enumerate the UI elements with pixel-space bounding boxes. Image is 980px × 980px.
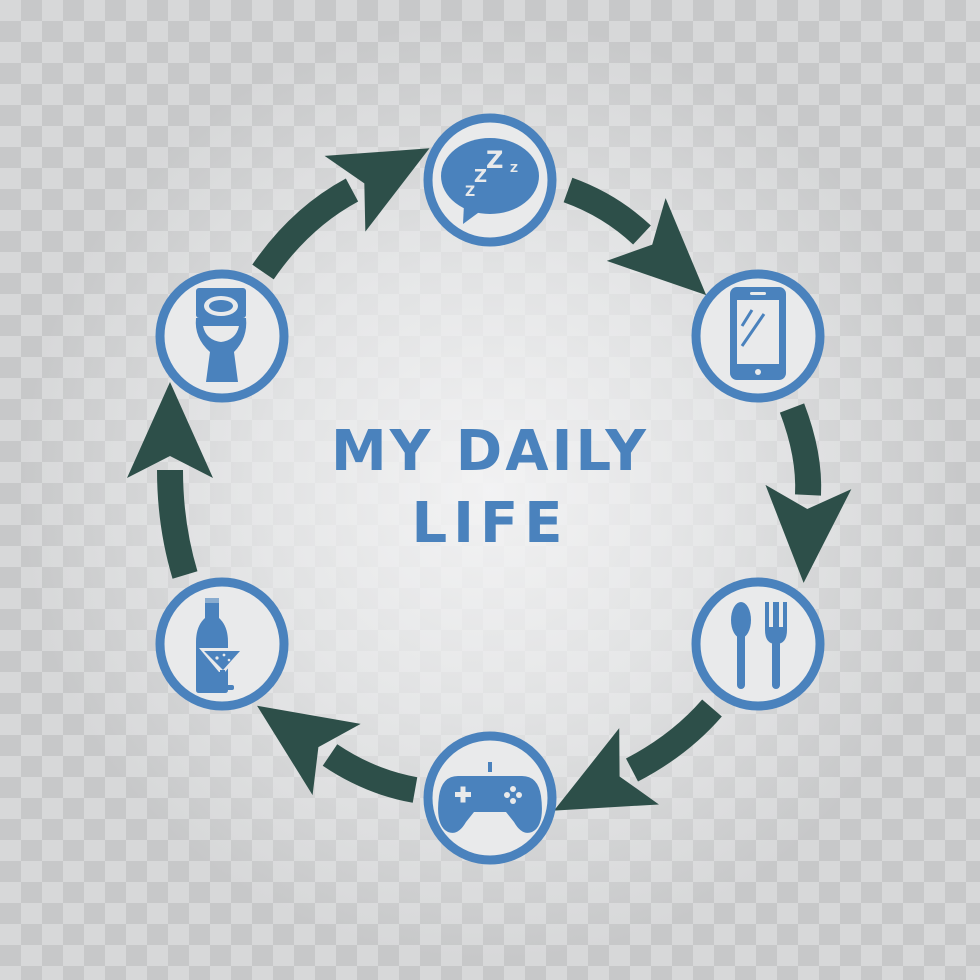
node-game bbox=[423, 731, 557, 865]
zzz-tiny: Z bbox=[510, 162, 518, 175]
arrow-phone-to-eat bbox=[765, 403, 852, 583]
arrow-eat-to-game bbox=[553, 699, 722, 811]
node-drink bbox=[155, 577, 289, 711]
arrow-game-to-drink bbox=[257, 705, 418, 803]
title-line-2: LIFE bbox=[411, 491, 569, 556]
sleep-bubble-icon: Z Z Z Z bbox=[441, 138, 539, 224]
arrow-sleep-to-phone bbox=[563, 177, 707, 296]
zzz-large: Z bbox=[486, 146, 503, 174]
node-eat bbox=[691, 577, 825, 711]
zzz-medium: Z bbox=[474, 166, 487, 187]
smartphone-icon bbox=[730, 287, 786, 380]
bottle-cocktail-icon bbox=[196, 598, 245, 693]
zzz-small: Z bbox=[465, 184, 475, 200]
gamepad-icon bbox=[438, 762, 542, 833]
title-line-1: MY DAILY bbox=[331, 419, 649, 484]
node-phone bbox=[691, 269, 825, 403]
spoon-fork-icon bbox=[731, 602, 787, 689]
toilet-icon bbox=[195, 288, 247, 382]
node-toilet bbox=[155, 269, 289, 403]
node-sleep: Z Z Z Z bbox=[423, 113, 557, 247]
arrow-toilet-to-sleep bbox=[252, 148, 430, 280]
arrow-drink-to-toilet bbox=[127, 382, 214, 579]
